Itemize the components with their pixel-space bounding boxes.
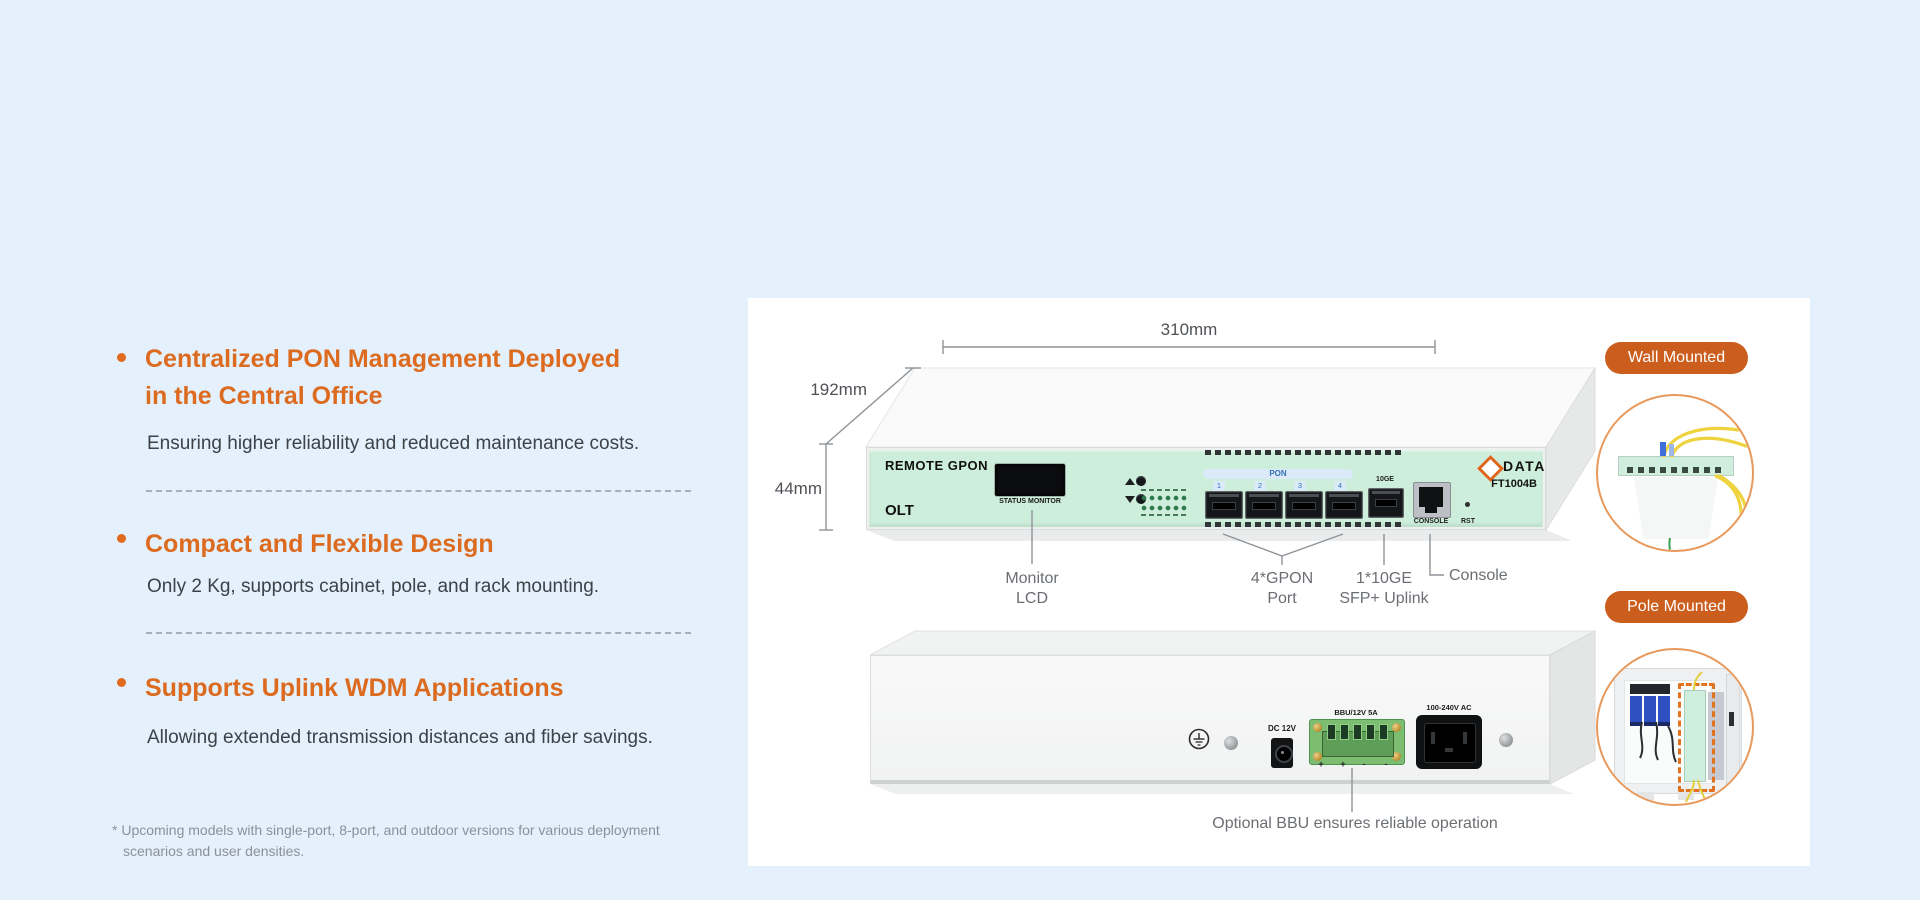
breaker	[1658, 696, 1670, 726]
cabinet-component	[1630, 684, 1670, 694]
pon-band: PON	[1203, 469, 1353, 479]
terminal-screw	[1392, 723, 1401, 732]
dimension-height-label: 44mm	[774, 479, 822, 498]
feature-description: Ensuring higher reliability and reduced …	[147, 433, 640, 454]
gpon-sfp-port	[1285, 491, 1323, 519]
ac-power-inlet	[1416, 715, 1482, 769]
uplink-port-label: 10GE	[1376, 476, 1394, 483]
gpon-sfp-port	[1205, 491, 1243, 519]
breaker	[1644, 696, 1656, 726]
callout-line: 1*10GE	[1355, 570, 1413, 587]
dimension-depth-label: 192mm	[810, 380, 867, 399]
feature-description: Allowing extended transmission distances…	[147, 727, 653, 748]
olt-rear-panel: DC 12V BBU/12V 5A + + - - 100-240V AC	[870, 655, 1550, 784]
led-indicators	[1141, 494, 1189, 512]
dimension-width-label: 310mm	[1160, 320, 1218, 339]
dashed-divider	[146, 632, 691, 634]
pon-port-number: 4	[1334, 481, 1346, 491]
polarity-mark: -	[1362, 759, 1366, 769]
pon-port-number: 1	[1213, 481, 1225, 491]
ac-inlet-label: 100-240V AC	[1426, 703, 1472, 712]
vent-slots	[1205, 450, 1405, 455]
bbu-callout: Optional BBU ensures reliable operation	[1212, 815, 1498, 832]
bullet-icon	[117, 678, 126, 687]
terminal-slot	[1327, 724, 1336, 740]
feature-title: Compact and Flexible Design	[145, 530, 494, 558]
callout-line: 4*GPON	[1250, 570, 1314, 587]
cabinet-door	[1726, 674, 1740, 792]
footnote: * Upcoming models with single-port, 8-po…	[112, 822, 660, 859]
callout-line: LCD	[1015, 590, 1048, 607]
ground-terminal-icon	[1188, 728, 1210, 750]
terminal-screw	[1392, 752, 1401, 761]
pole-mounted-photo	[1596, 648, 1754, 806]
bbu-terminal-label: BBU/12V 5A	[1334, 708, 1378, 717]
screw	[1224, 736, 1238, 750]
feature-title: Centralized PON Management Deployed in t…	[145, 345, 621, 410]
wall-mounted-photo	[1596, 394, 1754, 552]
up-arrow-icon	[1125, 478, 1135, 485]
cabinet-foot	[1638, 792, 1654, 800]
callout-line: Port	[1267, 590, 1297, 607]
callout-line: SFP+ Uplink	[1339, 590, 1429, 607]
bullet-icon	[117, 353, 126, 362]
callout-line: Monitor	[1005, 570, 1059, 587]
uplink-callout: 1*10GE SFP+ Uplink	[1324, 569, 1444, 609]
gpon-sfp-port	[1245, 491, 1283, 519]
front-panel-face: REMOTE GPON OLT STATUS MONITOR PON 1 2 3…	[869, 450, 1546, 527]
terminal-slot	[1366, 724, 1375, 740]
lcd-screen	[995, 464, 1065, 496]
front-panel-type: OLT	[885, 502, 914, 519]
monitor-lcd-callout: Monitor LCD	[982, 569, 1082, 609]
feature-title: Supports Uplink WDM Applications	[145, 674, 564, 702]
uplink-sfp-port	[1368, 488, 1404, 518]
pole-mounted-badge: Pole Mounted	[1605, 591, 1748, 623]
terminal-slot	[1353, 724, 1362, 740]
console-callout: Console	[1449, 567, 1508, 584]
vent-slots	[1205, 522, 1405, 527]
terminal-screw	[1313, 723, 1322, 732]
pon-port-number: 3	[1294, 481, 1306, 491]
device-highlight-outline	[1678, 683, 1715, 792]
feature-description: Only 2 Kg, supports cabinet, pole, and r…	[147, 576, 600, 597]
fiber-cables	[1660, 426, 1748, 550]
reset-label: RST	[1461, 518, 1475, 525]
mounted-device	[1684, 690, 1706, 782]
wall-mounted-badge: Wall Mounted	[1605, 342, 1748, 374]
dc-power-jack	[1271, 738, 1293, 768]
pon-port-number: 2	[1254, 481, 1266, 491]
dc-port-label: DC 12V	[1267, 724, 1296, 733]
brand-name: DATA	[1503, 458, 1546, 474]
terminal-slot	[1340, 724, 1349, 740]
dashed-divider	[146, 490, 691, 492]
breaker	[1630, 696, 1642, 726]
bbu-terminal-block	[1309, 719, 1405, 765]
mounted-device	[1618, 456, 1734, 476]
model-number: FT1004B	[1491, 478, 1537, 490]
down-arrow-icon	[1125, 496, 1135, 503]
polarity-mark: -	[1384, 759, 1388, 769]
olt-front-panel: REMOTE GPON OLT STATUS MONITOR PON 1 2 3…	[866, 447, 1546, 530]
console-port-label: CONSOLE	[1413, 518, 1449, 525]
reset-pinhole	[1465, 502, 1470, 507]
terminal-screw	[1313, 752, 1322, 761]
gpon-sfp-port	[1325, 491, 1363, 519]
console-port	[1413, 482, 1451, 518]
screw	[1499, 733, 1513, 747]
polarity-mark: +	[1318, 759, 1324, 769]
product-card: 310mm 192mm 44mm REMOTE GPON OLT STATUS …	[748, 298, 1810, 866]
terminal-slot	[1379, 724, 1388, 740]
led-top-labels	[1141, 489, 1189, 491]
panel-button	[1136, 476, 1146, 486]
front-panel-title: REMOTE GPON	[885, 458, 989, 473]
polarity-mark: +	[1340, 759, 1346, 769]
lcd-label: STATUS MONITOR	[999, 498, 1061, 505]
cabinet-wires	[1639, 671, 1707, 804]
led-bottom-labels	[1141, 514, 1189, 516]
cabinet-foot	[1678, 792, 1694, 800]
door-handle	[1729, 712, 1734, 726]
bullet-icon	[117, 534, 126, 543]
gpon-port-callout: 4*GPON Port	[1232, 569, 1332, 609]
wall-bracket	[1633, 477, 1719, 539]
